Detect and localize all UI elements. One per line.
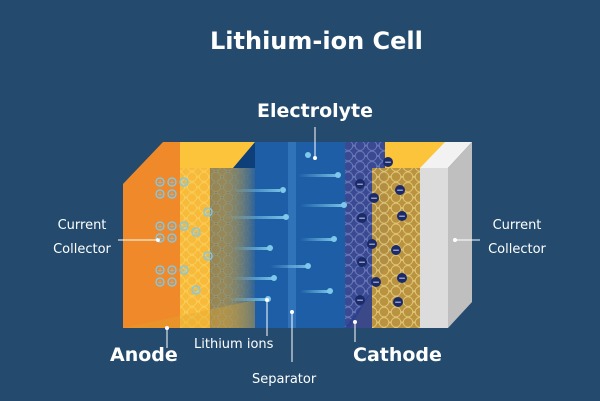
electron-symbol: −	[356, 180, 364, 190]
electron-symbol: −	[358, 214, 366, 224]
lithium-ion-symbol: +	[181, 222, 187, 230]
right-current-collector-line2: Collector	[488, 242, 546, 257]
lithium-ion-symbol: +	[169, 190, 175, 198]
electrolyte-label: Electrolyte	[257, 100, 374, 122]
lithium-ion-symbol: +	[157, 190, 163, 198]
lithium-ion-symbol: +	[205, 252, 211, 260]
lithium-ion-symbol: +	[169, 266, 175, 274]
lithium-ion-symbol: +	[157, 278, 163, 286]
right-current-collector-line1: Current	[492, 218, 542, 233]
anode-ions	[155, 177, 213, 295]
lithium-ion-symbol: +	[169, 278, 175, 286]
lithium-ion-symbol: +	[157, 178, 163, 186]
electron-symbol: −	[398, 274, 406, 284]
lithium-ions-label: Lithium ions	[194, 337, 274, 352]
left-current-collector-line2: Collector	[53, 242, 111, 257]
diagram-title: Lithium-ion Cell	[210, 27, 423, 55]
electron-symbol: −	[370, 194, 378, 204]
left-current-collector-line1: Current	[57, 218, 107, 233]
cathode-current-collector	[420, 142, 472, 328]
right-current-collector-label: Current Collector	[482, 214, 552, 262]
lithium-ion-symbol: +	[157, 266, 163, 274]
cathode-label: Cathode	[353, 344, 442, 366]
separator-membrane	[288, 142, 296, 328]
lithium-ion-symbol: +	[169, 234, 175, 242]
anode-label: Anode	[110, 344, 178, 366]
lithium-ion-symbol: +	[193, 286, 199, 294]
electron-symbol: −	[356, 296, 364, 306]
lithium-ion-symbol: +	[205, 208, 211, 216]
lithium-ion-symbol: +	[157, 222, 163, 230]
cathode-electrons	[355, 157, 407, 307]
separator-label: Separator	[252, 372, 317, 387]
cathode-layer	[345, 142, 455, 328]
electron-symbol: −	[384, 158, 392, 168]
left-current-collector-label: Current Collector	[48, 214, 116, 262]
leader-lines	[118, 127, 480, 362]
lithium-ion-symbol: +	[157, 234, 163, 242]
electron-symbol: −	[394, 298, 402, 308]
electron-symbol: −	[398, 212, 406, 222]
ion-streaks	[224, 152, 347, 302]
lithium-ion-symbol: +	[193, 228, 199, 236]
electron-symbol: −	[392, 246, 400, 256]
electron-symbol: −	[372, 278, 380, 288]
electron-symbol: −	[396, 186, 404, 196]
electron-symbol: −	[368, 240, 376, 250]
electron-symbol: −	[358, 258, 366, 268]
lithium-ion-symbol: +	[169, 222, 175, 230]
lithium-ion-symbol: +	[181, 266, 187, 274]
anode-layer	[123, 142, 255, 328]
lithium-ion-symbol: +	[181, 178, 187, 186]
lithium-ion-symbol: +	[169, 178, 175, 186]
anode-current-collector	[123, 142, 180, 328]
